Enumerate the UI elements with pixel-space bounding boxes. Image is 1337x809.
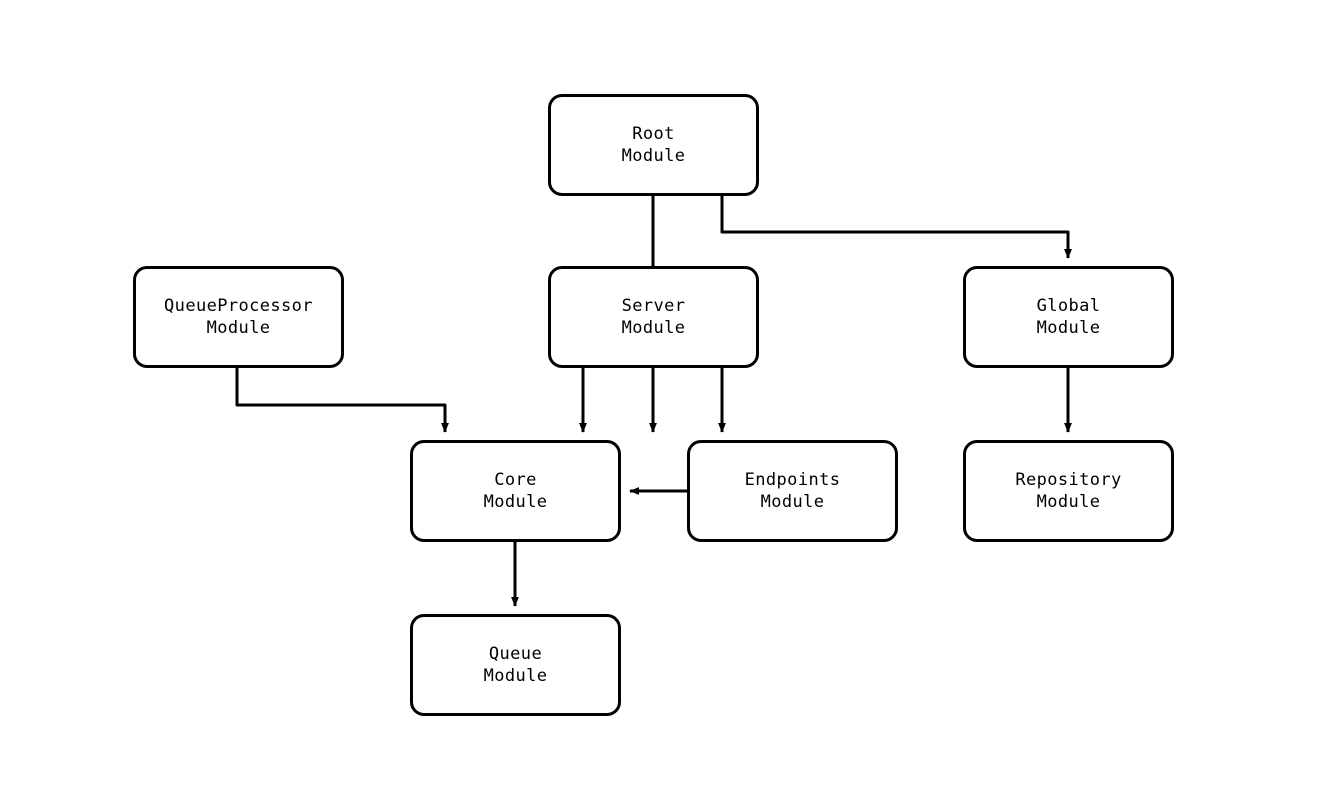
node-repository-module[interactable]: Repository Module	[963, 440, 1174, 542]
node-repository-module-label: Repository Module	[1015, 470, 1122, 512]
node-server-module-label: Server Module	[621, 296, 686, 338]
node-queue-module-label: Queue Module	[483, 644, 548, 686]
node-queueprocessor-module[interactable]: QueueProcessor Module	[133, 266, 344, 368]
node-queue-module[interactable]: Queue Module	[410, 614, 621, 716]
edge-root-to-global	[720, 196, 1072, 259]
node-root-module-label: Root Module	[621, 124, 686, 166]
node-queueprocessor-module-label: QueueProcessor Module	[164, 296, 313, 338]
edge-queueprocessor-to-core	[235, 368, 449, 433]
node-global-module[interactable]: Global Module	[963, 266, 1174, 368]
node-endpoints-module-label: Endpoints Module	[744, 470, 841, 512]
node-core-module-label: Core Module	[483, 470, 548, 512]
node-root-module[interactable]: Root Module	[548, 94, 759, 196]
node-endpoints-module[interactable]: Endpoints Module	[687, 440, 898, 542]
node-server-module[interactable]: Server Module	[548, 266, 759, 368]
node-global-module-label: Global Module	[1036, 296, 1101, 338]
node-core-module[interactable]: Core Module	[410, 440, 621, 542]
